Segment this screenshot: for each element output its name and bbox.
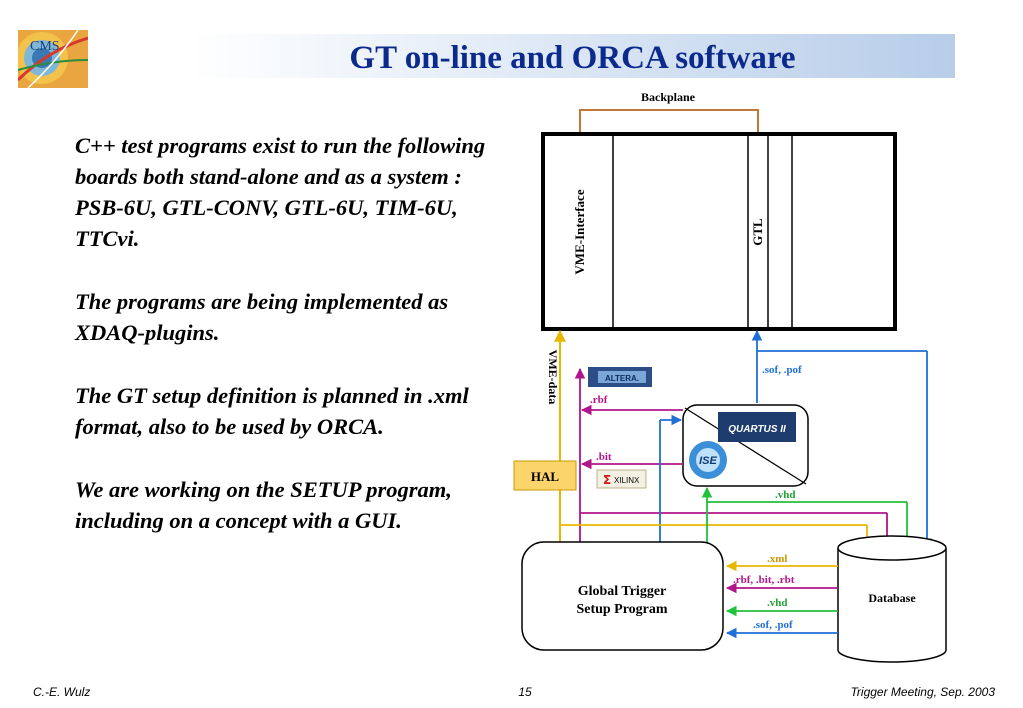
database-cylinder <box>837 548 947 663</box>
slide-title: GT on-line and ORCA software <box>349 40 796 76</box>
label-rbf: .rbf <box>590 394 608 406</box>
vme-data-label: VME-data <box>546 350 560 405</box>
xilinx-logo <box>596 469 647 489</box>
hal-label: HAL <box>531 469 560 484</box>
paragraph-test-programs: C++ test programs exist to run the follo… <box>75 133 486 251</box>
global-trigger-line1: Global Trigger <box>578 584 667 599</box>
ise-label: ISE <box>699 455 717 467</box>
label-vhd-low: .vhd <box>767 597 788 609</box>
quartus-label: QUARTUS II <box>728 424 786 435</box>
xilinx-label: XILINX <box>614 476 640 485</box>
footer-page-number: 15 <box>518 685 532 699</box>
quartus-logo <box>718 412 796 442</box>
database-label: Database <box>868 591 916 605</box>
backplane-line <box>579 109 759 134</box>
svg-text:Σ: Σ <box>603 473 611 487</box>
svg-text:CMS: CMS <box>30 39 60 54</box>
paragraph-setup: We are working on the SETUP program, inc… <box>75 477 452 533</box>
system-diagram: Backplane VME-Interface GTL VME-data HAL… <box>513 90 947 663</box>
title-bar <box>190 34 955 78</box>
footer-event: Trigger Meeting, Sep. 2003 <box>850 685 995 699</box>
label-rbf-bit-rbt: .rbf, .bit, .rbt <box>733 574 795 586</box>
paragraph-xdaq: The programs are being implemented as XD… <box>75 289 449 345</box>
paragraph-xml: The GT setup definition is planned in .x… <box>75 383 469 439</box>
crate <box>541 132 897 331</box>
altera-label: ALTERA. <box>605 374 639 383</box>
gtl-label: GTL <box>750 218 765 246</box>
footer-author: C.-E. Wulz <box>33 685 91 699</box>
label-sof-pof-low: .sof, .pof <box>753 619 793 631</box>
hal-box <box>513 460 577 491</box>
backplane-label: Backplane <box>641 90 696 104</box>
label-vhd-mid: .vhd <box>775 489 796 501</box>
cms-logo-icon: CMS <box>18 30 88 88</box>
vme-interface-label: VME-Interface <box>572 189 587 274</box>
global-trigger-line2: Setup Program <box>576 602 667 617</box>
label-xml: .xml <box>767 553 787 565</box>
body-text: C++ test programs exist to run the follo… <box>75 130 515 568</box>
global-trigger-box <box>521 541 724 651</box>
label-sof-pof-top: .sof, .pof <box>762 364 802 376</box>
label-bit: .bit <box>596 451 612 463</box>
